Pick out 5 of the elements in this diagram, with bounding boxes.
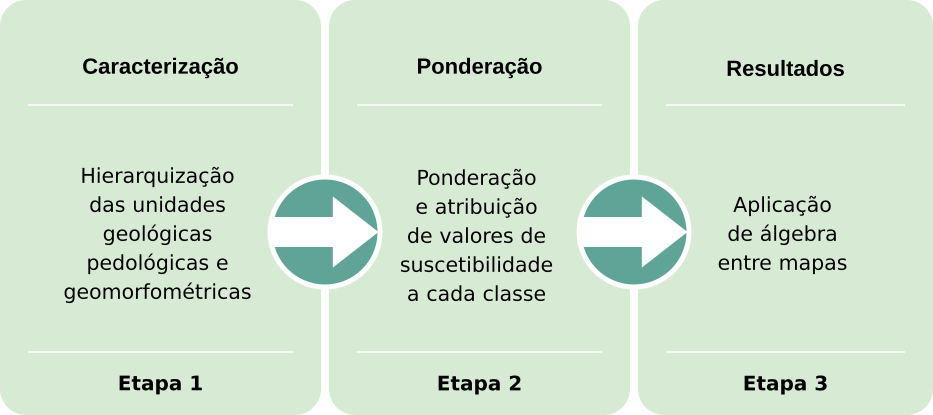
step-panel: Caracterização Hierarquização das unidades geológicas pedológicas e geomorfométricas Etapa 1	[0, 0, 321, 415]
arrow	[268, 174, 382, 290]
arrow	[576, 174, 692, 290]
step-panel: Ponderação Ponderação e atribuição de valores de suscetibilidade a cada classe Etapa 2	[329, 0, 630, 415]
step-panel: Resultados Aplicação de álgebra entre mapas Etapa 3	[638, 0, 933, 415]
